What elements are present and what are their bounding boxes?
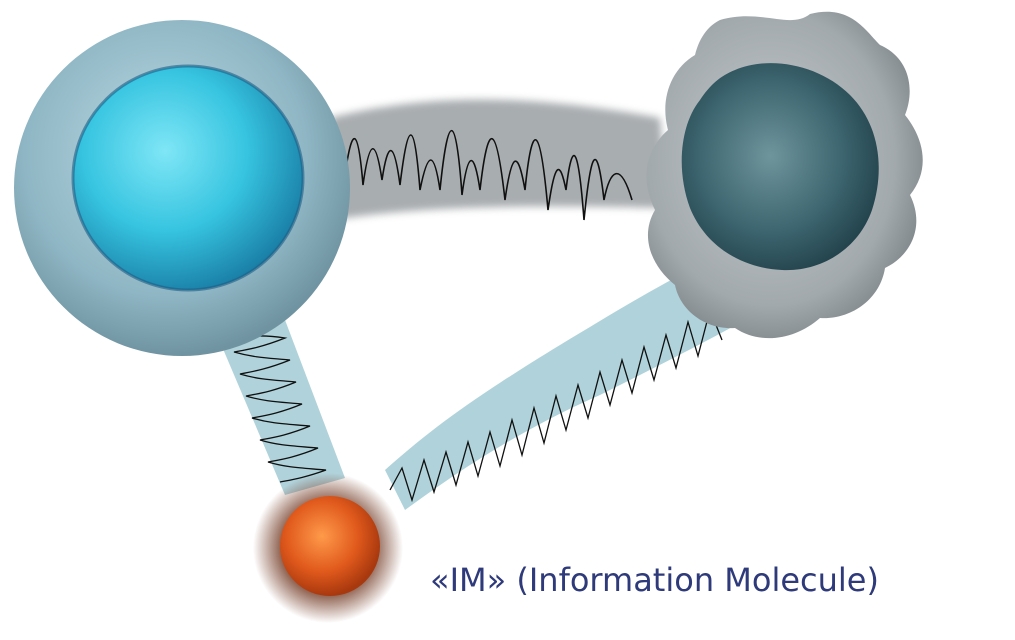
information-molecule-caption: «IM» (Information Molecule)	[430, 550, 1010, 610]
large-cell-with-blue-nucleus	[14, 20, 350, 356]
wavy-grey-cell	[646, 12, 922, 338]
small-orange-molecule	[253, 473, 403, 623]
